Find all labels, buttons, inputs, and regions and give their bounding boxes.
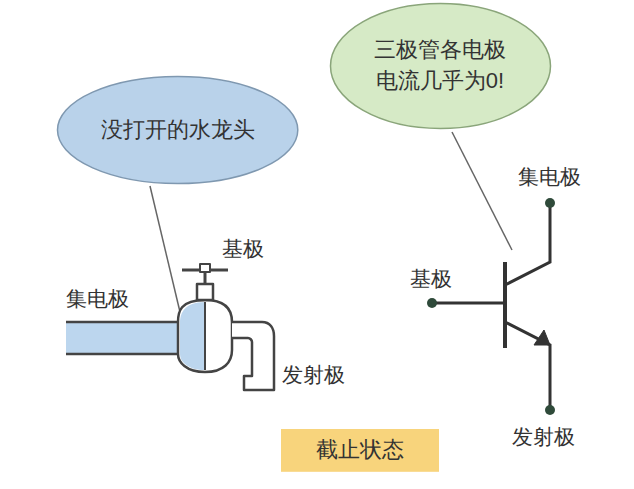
callout-ellipse-outline bbox=[329, 2, 552, 130]
leader-line bbox=[150, 186, 180, 312]
callout-ellipse-fill bbox=[58, 77, 298, 184]
leader-line bbox=[452, 132, 512, 250]
electrode-label: 基极 bbox=[222, 236, 264, 261]
callout-ellipse: 没打开的水龙头 bbox=[56, 75, 299, 185]
electrode-label: 发射极 bbox=[512, 424, 575, 449]
callout-ellipse: 三极管各电极 电流几乎为0! bbox=[329, 2, 552, 130]
node-text: 没打开的水龙头 bbox=[101, 115, 255, 146]
electrode-label: 发射极 bbox=[282, 362, 345, 387]
state-box-fill bbox=[281, 429, 439, 472]
node-text: 三极管各电极 电流几乎为0! bbox=[370, 35, 510, 97]
node-text: 截止状态 bbox=[316, 435, 404, 466]
state-box: 截止状态 bbox=[281, 429, 439, 472]
callout-ellipse-fill bbox=[330, 4, 550, 129]
electrode-label: 集电极 bbox=[66, 286, 129, 311]
electrode-label: 基极 bbox=[410, 266, 452, 291]
faucet-illustration bbox=[66, 264, 274, 390]
transistor-symbol bbox=[427, 198, 555, 415]
electrode-label: 集电极 bbox=[518, 164, 581, 189]
